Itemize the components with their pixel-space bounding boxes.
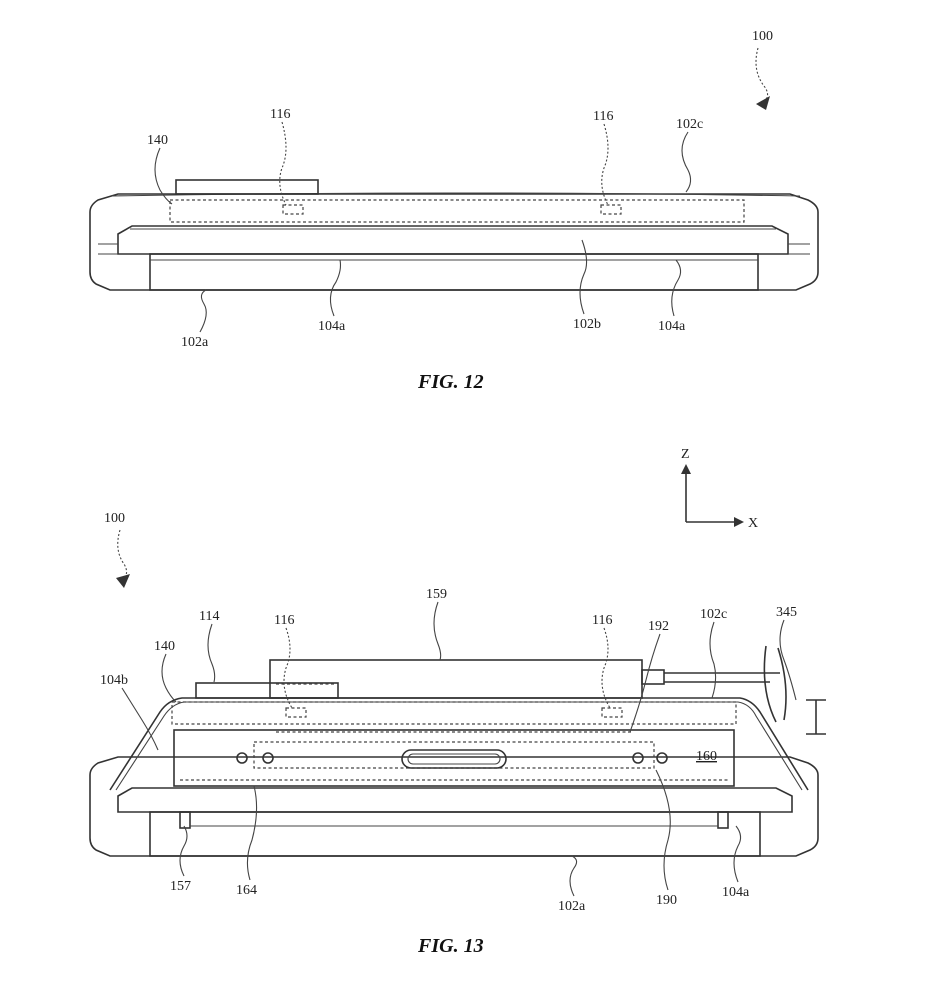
fig13-label-164: 164 xyxy=(236,883,257,898)
fig13-port-slot-inner xyxy=(407,753,501,765)
axis-z-arrow-icon xyxy=(681,464,691,474)
fig13-sensor-right xyxy=(601,707,623,718)
fig13-label-114: 114 xyxy=(199,609,219,624)
fig13-label-160: 160 xyxy=(696,749,717,764)
fig13-label-159: 159 xyxy=(426,587,447,602)
figure-12: 100 116 116 140 102c 102a 104a 102b 104a… xyxy=(89,29,819,393)
fig13-lower-body xyxy=(149,811,761,857)
fig13-display-plate xyxy=(117,787,793,813)
fig13-outer-shell-inner xyxy=(115,701,803,791)
fig13-foot-left xyxy=(179,811,191,829)
fig13-leader-104b xyxy=(121,687,159,751)
fig13-label-116-right: 116 xyxy=(592,613,612,628)
fig13-leader-345 xyxy=(779,619,797,701)
fig13-label-345: 345 xyxy=(776,605,797,620)
fig13-leader-157 xyxy=(179,825,188,877)
fig13-port-block xyxy=(173,729,735,787)
fig13-leader-159 xyxy=(433,601,442,661)
fig12-internal-board xyxy=(169,199,745,223)
fig13-label-104b: 104b xyxy=(100,673,128,688)
fig13-label-104a: 104a xyxy=(722,885,750,900)
fig13-outer-shell xyxy=(109,697,809,791)
fig13-leader-190 xyxy=(655,769,671,891)
fig12-label-116-left: 116 xyxy=(270,107,290,122)
fig12-label-102b: 102b xyxy=(573,317,601,332)
fig13-leader-164 xyxy=(246,785,258,881)
fig12-label-102a: 102a xyxy=(181,335,209,350)
fig13-hole-4 xyxy=(656,752,668,764)
fig13-hole-2 xyxy=(262,752,274,764)
fig12-leader-102b xyxy=(579,239,588,315)
fig12-leader-116-left xyxy=(279,121,287,206)
fig13-port-slot xyxy=(401,749,507,769)
fig12-caption: FIG. 12 xyxy=(417,371,484,393)
fig13-leader-104a xyxy=(733,825,742,883)
fig13-port-frame xyxy=(253,741,655,769)
fig13-leader-102c xyxy=(709,621,717,699)
fig13-foot-right xyxy=(717,811,729,829)
fig12-left-notch xyxy=(98,243,118,255)
fig13-label-102a: 102a xyxy=(558,899,586,914)
fig13-internal-board xyxy=(171,701,737,725)
fig12-label-116-right: 116 xyxy=(593,109,613,124)
fig13-label-157: 157 xyxy=(170,879,191,894)
figure-13: Z X 100 xyxy=(89,447,826,957)
fig13-leader-116-left xyxy=(283,627,293,709)
axis-x-label: X xyxy=(748,516,758,531)
fig13-hole-3 xyxy=(632,752,644,764)
fig13-leader-116-right xyxy=(601,627,611,709)
axis-z-label: Z xyxy=(681,447,690,462)
fig13-leader-100 xyxy=(117,529,128,581)
fig12-leader-116-right xyxy=(601,123,609,206)
fig13-label-192: 192 xyxy=(648,619,669,634)
fig12-right-notch xyxy=(788,243,810,255)
fig13-connector-module xyxy=(269,659,643,699)
fig12-sensor-right xyxy=(600,204,622,215)
fig12-leader-104a-left xyxy=(329,259,342,317)
fig12-lower-body xyxy=(149,253,759,291)
fig13-label-140: 140 xyxy=(154,639,175,654)
fig13-leader-114 xyxy=(207,623,216,683)
fig12-top-button xyxy=(175,179,319,195)
fig12-label-104a-left: 104a xyxy=(318,319,346,334)
fig13-label-190: 190 xyxy=(656,893,677,908)
fig13-label-102c: 102c xyxy=(700,607,727,622)
fig13-housing-outline xyxy=(89,756,819,857)
fig13-leader-102a xyxy=(569,855,578,897)
fig13-label-100: 100 xyxy=(104,511,125,526)
fig13-sensor-left xyxy=(285,707,307,718)
fig13-top-button xyxy=(195,682,339,699)
fig13-leader-192 xyxy=(629,633,661,733)
fig12-label-140: 140 xyxy=(147,133,168,148)
fig13-label-116-left: 116 xyxy=(274,613,294,628)
fig13-connector-plug xyxy=(641,669,665,685)
fig13-arrow-100 xyxy=(116,574,130,588)
fig12-sensor-left xyxy=(282,204,304,215)
fig12-label-100: 100 xyxy=(752,29,773,44)
fig12-housing-outline xyxy=(89,193,819,291)
axis-x-arrow-icon xyxy=(734,517,744,527)
fig13-cable-end xyxy=(763,645,787,723)
fig13-cable xyxy=(664,672,780,683)
fig13-caption: FIG. 13 xyxy=(417,935,484,957)
fig12-label-102c: 102c xyxy=(676,117,703,132)
fig12-leader-140 xyxy=(154,147,173,205)
fig12-display-plate xyxy=(117,225,789,255)
fig12-leader-102a xyxy=(199,289,207,333)
fig12-leader-102c xyxy=(681,131,692,193)
fig12-leader-100 xyxy=(755,47,769,105)
fig13-leader-140 xyxy=(161,653,177,703)
fig12-label-104a-right: 104a xyxy=(658,319,686,334)
fig12-leader-104a-right xyxy=(671,259,682,317)
fig13-hole-1 xyxy=(236,752,248,764)
axis-indicator: Z X xyxy=(681,447,758,531)
fig12-arrow-100 xyxy=(756,96,770,110)
